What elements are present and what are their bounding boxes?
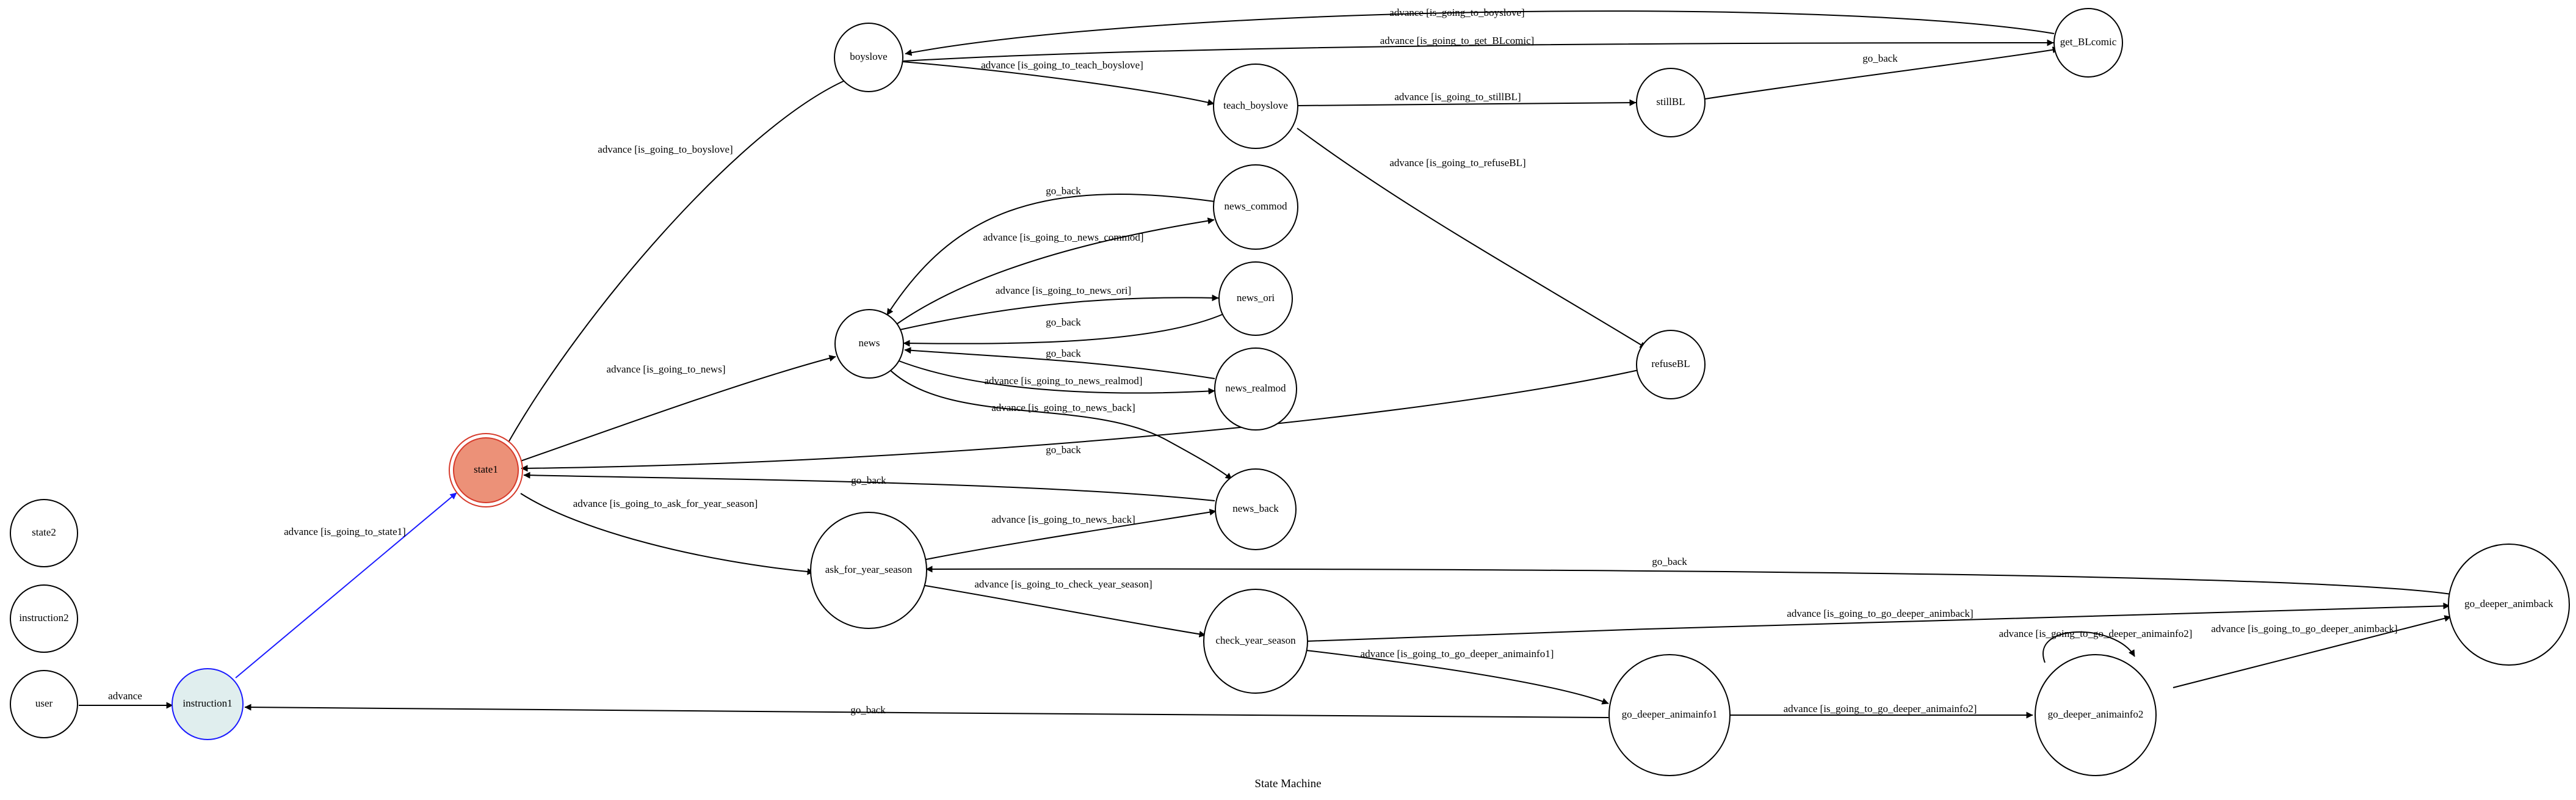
state-label-news-back: news_back <box>1232 503 1279 514</box>
state-label-news-commod: news_commod <box>1225 200 1287 212</box>
state-node-get-blcomic <box>2053 8 2123 78</box>
state-label-go-deeper-animback: go_deeper_animback <box>2464 598 2553 609</box>
state-node-state2 <box>10 499 78 567</box>
edge-animainfo2-to-go-deeper-animback <box>2173 615 2451 688</box>
edge-stillbl-to-get-blcomic <box>1704 46 2060 100</box>
edge-label-get-blcomic-to-boyslove: advance [is_going_to_boyslove] <box>1389 7 1524 18</box>
state-label-ask-for-year-season: ask_for_year_season <box>825 564 913 575</box>
edge-news-to-news-ori <box>899 294 1219 330</box>
state-label-get-blcomic: get_BLcomic <box>2060 36 2117 48</box>
state-label-teach-boyslove: teach_boyslove <box>1223 100 1288 111</box>
edge-label-boyslove-to-teach: advance [is_going_to_teach_boyslove] <box>981 59 1143 71</box>
edge-label-teach-to-refusebl: advance [is_going_to_refuseBL] <box>1389 157 1525 169</box>
state-label-refusebl: refuseBL <box>1651 358 1690 369</box>
edge-boyslove-to-get-blcomic <box>903 39 2054 62</box>
edge-refusebl-to-state1 <box>521 369 1639 472</box>
edge-label-animainfo2-self: advance [is_going_to_go_deeper_animainfo… <box>1999 628 2193 639</box>
edge-label-animainfo2-to-go-deeper-animback: advance [is_going_to_go_deeper_animback] <box>2211 623 2397 635</box>
edge-label-news-realmod-to-news: go_back <box>1046 347 1081 359</box>
state-node-news-ori <box>1218 261 1293 336</box>
state-label-check-year-season: check_year_season <box>1215 635 1296 646</box>
state-node-news <box>834 309 904 379</box>
state-label-instruction1: instruction1 <box>183 697 232 709</box>
edge-news-to-news-back <box>886 366 1232 480</box>
edge-label-animainfo1-to-instruction1: go_back <box>850 704 886 716</box>
edge-label-news-commod-to-news: go_back <box>1046 185 1081 197</box>
state-label-go-deeper-animainfo2: go_deeper_animainfo2 <box>2048 708 2144 720</box>
edge-label-news-ori-to-news: go_back <box>1046 316 1081 328</box>
edge-state1-to-news <box>520 355 836 462</box>
state-label-boyslove: boyslove <box>850 51 887 62</box>
state-node-instruction1 <box>172 668 244 740</box>
state-node-stillbl <box>1636 68 1706 137</box>
edge-label-boyslove-to-get-blcomic: advance [is_going_to_get_BLcomic] <box>1380 35 1535 46</box>
state-node-go-deeper-animainfo1 <box>1608 654 1731 776</box>
state-label-instruction2: instruction2 <box>19 612 68 624</box>
edge-animainfo1-to-instruction1 <box>244 704 1609 718</box>
state-label-news-ori: news_ori <box>1237 292 1275 304</box>
state-label-state2: state2 <box>32 526 56 538</box>
edge-label-instruction1-to-state1: advance [is_going_to_state1] <box>284 526 406 537</box>
diagram-title: State Machine <box>1254 777 1321 790</box>
state-label-user: user <box>35 697 53 709</box>
edge-label-state1-to-news: advance [is_going_to_news] <box>607 363 726 375</box>
edge-label-check-to-go-deeper-animback: advance [is_going_to_go_deeper_animback] <box>1787 608 1973 619</box>
edge-label-news-to-news-back: advance [is_going_to_news_back] <box>991 402 1135 413</box>
edge-label-ask-to-check: advance [is_going_to_check_year_season] <box>974 578 1152 590</box>
edge-go-deeper-animback-to-ask <box>925 565 2459 596</box>
state-node-refusebl <box>1636 330 1706 399</box>
state-node-user <box>10 670 78 738</box>
edge-label-animainfo1-to-animainfo2: advance [is_going_to_go_deeper_animainfo… <box>1784 703 1977 715</box>
state-label-news: news <box>859 337 880 349</box>
state-node-instruction2 <box>10 584 78 653</box>
state-node-go-deeper-animainfo2 <box>2035 654 2157 776</box>
state-node-state1-outer-ring <box>449 433 523 507</box>
state-node-boyslove <box>834 23 903 92</box>
state-label-stillbl: stillBL <box>1656 96 1685 107</box>
edge-news-ori-to-news <box>903 313 1226 347</box>
state-node-teach-boyslove <box>1213 64 1298 149</box>
state-node-ask-for-year-season <box>810 512 927 629</box>
edge-boyslove-to-teach <box>902 61 1215 106</box>
edge-ask-to-check <box>921 584 1206 638</box>
state-node-state1 <box>453 437 519 503</box>
edge-label-teach-to-stillbl: advance [is_going_to_stillBL] <box>1394 91 1521 103</box>
edge-news-to-news-commod <box>897 217 1215 324</box>
edge-ask-to-news-back <box>922 509 1217 561</box>
edge-label-refusebl-to-state1: go_back <box>1046 444 1081 456</box>
edge-instruction1-to-state1 <box>235 492 457 678</box>
edge-label-news-to-news-realmod: advance [is_going_to_news_realmod] <box>984 375 1142 387</box>
edge-news-commod-to-news <box>886 194 1215 316</box>
state-node-news-back <box>1215 468 1297 550</box>
edge-label-news-back-to-state1: go_back <box>851 475 886 486</box>
edge-news-back-to-state1 <box>523 471 1215 501</box>
edge-label-go-deeper-animback-to-ask: go_back <box>1652 556 1687 567</box>
edge-label-user-to-instruction1: advance <box>108 690 142 702</box>
edge-label-check-to-animainfo1: advance [is_going_to_go_deeper_animainfo… <box>1361 648 1554 660</box>
edge-label-ask-to-news-back: advance [is_going_to_news_back] <box>991 514 1135 525</box>
state-label-go-deeper-animainfo1: go_deeper_animainfo1 <box>1622 708 1718 720</box>
edge-teach-to-refusebl <box>1297 128 1647 349</box>
edge-label-news-to-news-ori: advance [is_going_to_news_ori] <box>996 285 1131 296</box>
state-node-news-commod <box>1213 164 1298 250</box>
edge-label-state1-to-ask: advance [is_going_to_ask_for_year_season… <box>573 498 758 509</box>
edge-animainfo2-self-loop <box>2042 631 2135 663</box>
edge-check-to-animainfo1 <box>1306 650 1609 705</box>
state-node-check-year-season <box>1203 589 1308 694</box>
edge-state1-to-boyslove <box>508 77 851 443</box>
state-node-news-realmod <box>1214 347 1297 431</box>
state-label-news-realmod: news_realmod <box>1225 382 1286 394</box>
edge-get-blcomic-to-boyslove <box>905 10 2055 56</box>
state-node-go-deeper-animback <box>2448 544 2570 666</box>
edge-label-news-to-news-commod: advance [is_going_to_news_commod] <box>983 231 1144 243</box>
edge-label-state1-to-boyslove: advance [is_going_to_boyslove] <box>598 144 733 155</box>
edge-teach-to-stillbl <box>1297 99 1637 106</box>
edge-label-stillbl-to-get-blcomic: go_back <box>1862 53 1898 64</box>
edge-state1-to-ask <box>520 493 814 575</box>
edge-news-to-news-realmod <box>897 360 1215 395</box>
state-label-state1: state1 <box>474 464 498 475</box>
edge-news-realmod-to-news <box>904 347 1215 379</box>
